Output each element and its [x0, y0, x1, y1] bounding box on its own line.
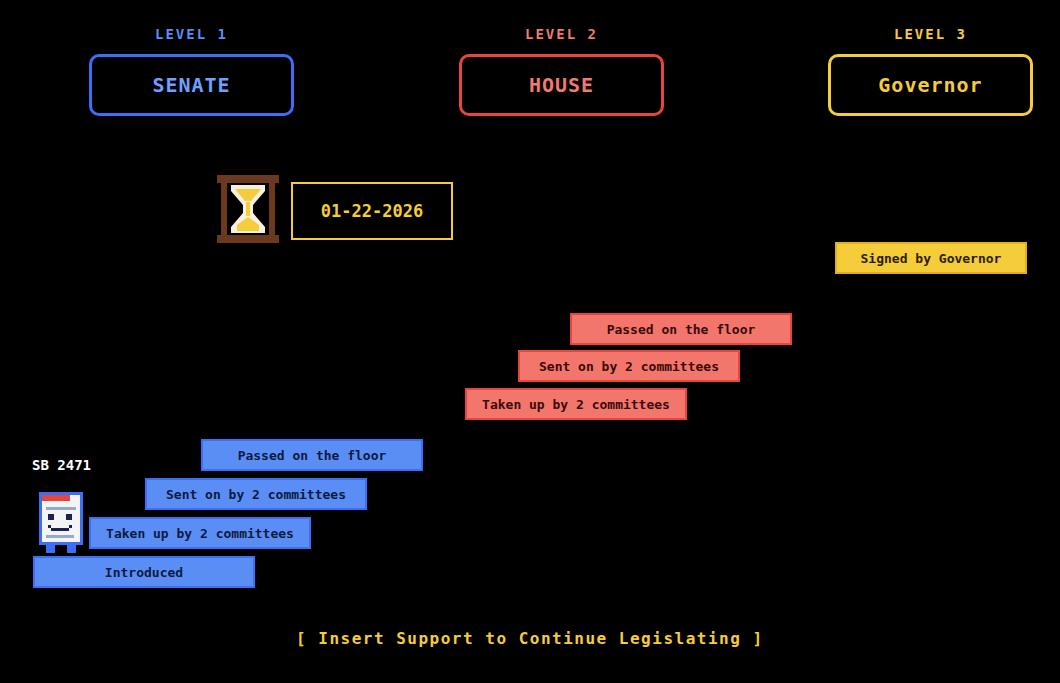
- date-box: 01-22-2026: [291, 182, 453, 240]
- stage-label: Taken up by 2 committees: [106, 526, 294, 541]
- stage-box: Introduced: [33, 556, 255, 588]
- stage-box: Signed by Governor: [835, 242, 1027, 274]
- level-name: Governor: [878, 73, 982, 97]
- stage-label: Passed on the floor: [607, 322, 756, 337]
- stage-label: Introduced: [105, 565, 183, 580]
- level-box: Governor: [828, 54, 1033, 116]
- bill-number: SB 2471: [32, 457, 91, 473]
- stage-label: Sent on by 2 committees: [539, 359, 719, 374]
- stage-box: Taken up by 2 committees: [465, 388, 687, 420]
- stage-box: Passed on the floor: [201, 439, 423, 471]
- stage-box: Taken up by 2 committees: [89, 517, 311, 549]
- stage-box: Sent on by 2 committees: [145, 478, 367, 510]
- house-level: LEVEL 2 HOUSE: [459, 26, 664, 116]
- level-box: SENATE: [89, 54, 294, 116]
- stage-box: Passed on the floor: [570, 313, 792, 345]
- hourglass-icon: [217, 175, 279, 243]
- level-heading: LEVEL 3: [828, 26, 1033, 42]
- date-text: 01-22-2026: [321, 201, 423, 221]
- level-name: SENATE: [152, 73, 230, 97]
- stage-label: Sent on by 2 committees: [166, 487, 346, 502]
- stage-box: Sent on by 2 committees: [518, 350, 740, 382]
- stage-label: Taken up by 2 committees: [482, 397, 670, 412]
- continue-prompt: [ Insert Support to Continue Legislating…: [296, 629, 764, 648]
- senate-level: LEVEL 1 SENATE: [89, 26, 294, 116]
- level-heading: LEVEL 1: [89, 26, 294, 42]
- stage-label: Passed on the floor: [238, 448, 387, 463]
- governor-level: LEVEL 3 Governor: [828, 26, 1033, 116]
- level-heading: LEVEL 2: [459, 26, 664, 42]
- bill-character: [36, 489, 88, 555]
- level-box: HOUSE: [459, 54, 664, 116]
- level-name: HOUSE: [529, 73, 594, 97]
- stage-label: Signed by Governor: [861, 251, 1002, 266]
